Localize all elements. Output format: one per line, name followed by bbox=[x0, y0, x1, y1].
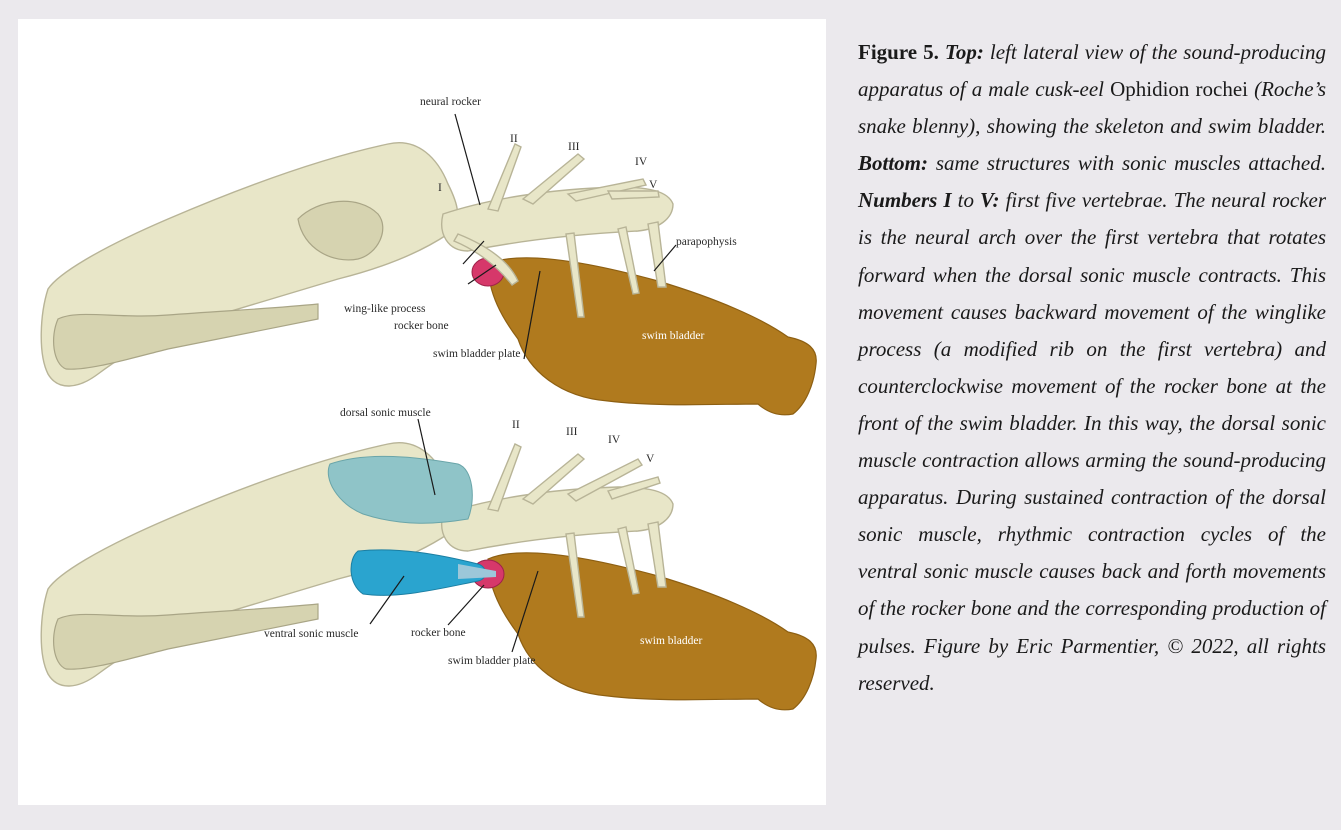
caption-body: first five vertebrae. The neural rocker … bbox=[858, 188, 1327, 695]
label-bottom-vertebra-III: III bbox=[566, 426, 578, 438]
caption-top-label: Top: bbox=[944, 40, 984, 64]
top-rib-1 bbox=[565, 232, 585, 318]
bottom-neural-spine-IV bbox=[566, 458, 644, 502]
caption-bottom-label: Bottom: bbox=[858, 151, 929, 176]
label-bottom-swim-bladder-plate: swim bladder plate bbox=[448, 655, 536, 667]
bottom-rib-3 bbox=[647, 521, 667, 588]
caption-figure-number: Figure 5. bbox=[858, 40, 939, 64]
caption-bottom-text: same structures with sonic muscles attac… bbox=[935, 151, 1326, 176]
label-top-swim-bladder: swim bladder bbox=[642, 330, 704, 342]
caption-top-text: left lateral view of the sound-producing… bbox=[858, 40, 1327, 102]
bottom-vertebral-column bbox=[441, 486, 674, 552]
label-top-rocker-bone: rocker bone bbox=[394, 320, 449, 332]
label-top-swim-bladder-plate: swim bladder plate bbox=[433, 348, 521, 360]
caption-numbers-to: to bbox=[957, 188, 974, 213]
top-neural-spine-IV bbox=[566, 178, 648, 202]
caption-common-name: (Roche’s snake blenny), showing the skel… bbox=[858, 77, 1326, 139]
label-vertebra-V: V bbox=[649, 179, 658, 191]
label-vertebra-III: III bbox=[568, 141, 580, 153]
ventral-sonic-muscle-tendon bbox=[458, 564, 496, 579]
top-parapophysis bbox=[647, 221, 667, 288]
caption-numbers-label-2: V: bbox=[980, 188, 1000, 213]
bottom-neural-spine-II bbox=[487, 443, 522, 512]
top-illustration: neural rocker I II III IV V parapophysis… bbox=[40, 96, 817, 416]
top-orbit bbox=[297, 200, 384, 261]
label-ventral-sonic-muscle: ventral sonic muscle bbox=[264, 628, 359, 640]
caption-numbers-label-1: Numbers I bbox=[858, 188, 952, 213]
top-neural-spine-III bbox=[521, 153, 586, 205]
ventral-sonic-muscle bbox=[350, 549, 486, 596]
label-bottom-vertebra-IV: IV bbox=[608, 434, 621, 446]
label-dorsal-sonic-muscle: dorsal sonic muscle bbox=[340, 407, 431, 419]
label-vertebra-IV: IV bbox=[635, 156, 648, 168]
bottom-rib-1 bbox=[565, 532, 585, 618]
label-bottom-swim-bladder: swim bladder bbox=[640, 635, 702, 647]
figure-caption: Figure 5. Top: left lateral view of the … bbox=[858, 34, 1326, 702]
top-rib-2 bbox=[617, 226, 640, 295]
label-vertebra-I: I bbox=[438, 182, 442, 194]
bottom-neural-spine-III bbox=[521, 453, 586, 505]
bottom-jaw bbox=[52, 603, 319, 670]
top-wing-like-process bbox=[452, 233, 519, 286]
label-neural-rocker: neural rocker bbox=[420, 96, 481, 108]
anatomy-illustration: neural rocker I II III IV V parapophysis… bbox=[40, 96, 817, 711]
label-wing-like-process: wing-like process bbox=[344, 303, 426, 315]
bottom-neural-spine-V bbox=[606, 476, 661, 500]
caption-species: Ophidion rochei bbox=[1110, 77, 1248, 102]
figure-panel: neural rocker I II III IV V parapophysis… bbox=[18, 19, 826, 805]
bottom-swim-bladder bbox=[487, 552, 817, 711]
bottom-illustration: dorsal sonic muscle II III IV V ventral … bbox=[40, 407, 817, 711]
label-bottom-vertebra-II: II bbox=[512, 419, 520, 431]
label-parapophysis: parapophysis bbox=[676, 236, 737, 248]
label-bottom-rocker-bone: rocker bone bbox=[411, 627, 466, 639]
dorsal-sonic-muscle bbox=[327, 455, 473, 524]
top-neural-spine-II bbox=[487, 143, 522, 212]
bottom-rib-2 bbox=[617, 526, 640, 595]
top-neural-spine-V bbox=[606, 190, 660, 200]
label-vertebra-II: II bbox=[510, 133, 518, 145]
top-jaw bbox=[52, 303, 319, 370]
label-bottom-vertebra-V: V bbox=[646, 453, 655, 465]
